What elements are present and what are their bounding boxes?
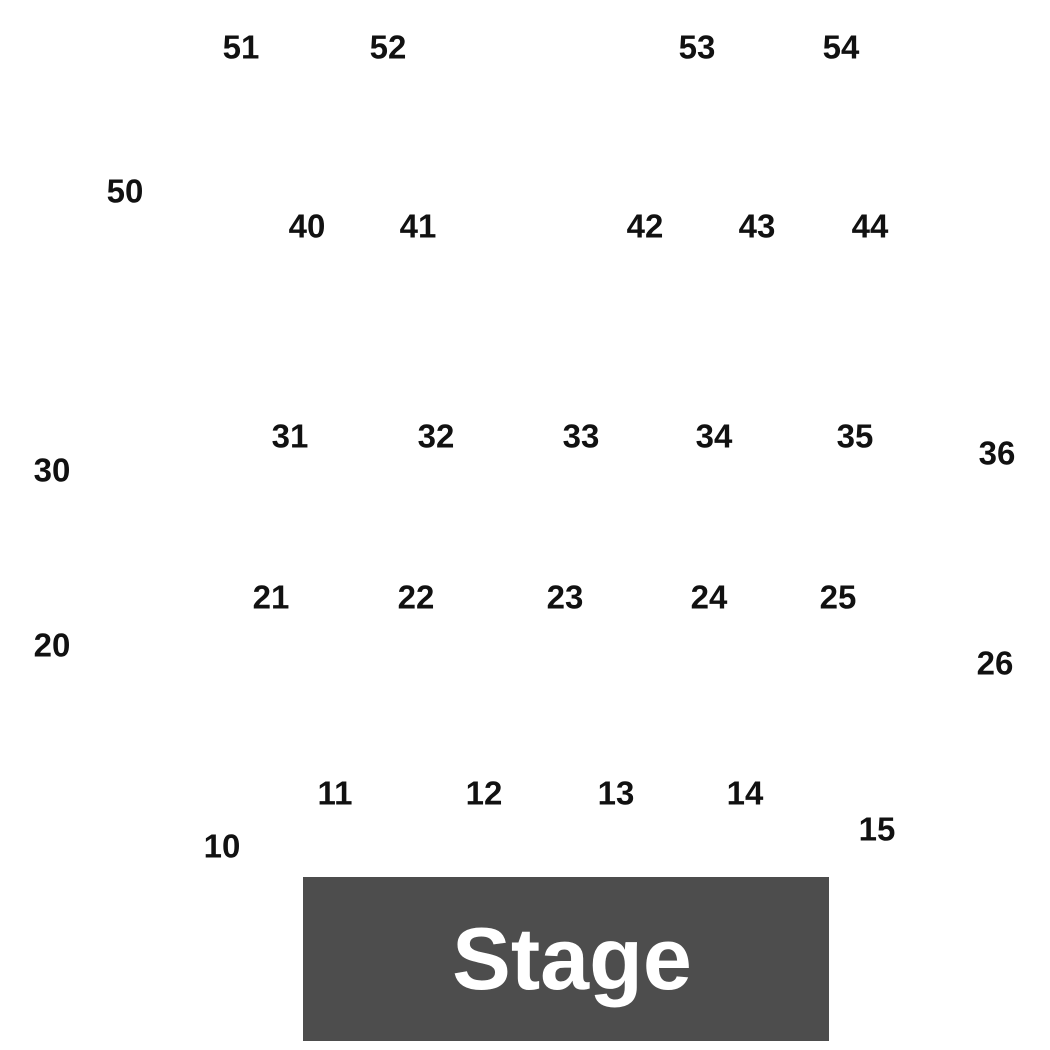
- section-10-label[interactable]: 10: [203, 827, 241, 865]
- section-25-label[interactable]: 25: [819, 578, 857, 616]
- section-32-label[interactable]: 32: [417, 417, 455, 455]
- section-24-label[interactable]: 24: [690, 578, 728, 616]
- section-34-label[interactable]: 34: [695, 417, 733, 455]
- stage-label: Stage: [452, 909, 692, 1008]
- section-15-label[interactable]: 15: [858, 810, 896, 848]
- section-21-label[interactable]: 21: [252, 578, 290, 616]
- section-54-label[interactable]: 54: [822, 28, 860, 66]
- stage-block: Stage: [303, 877, 829, 1041]
- section-20-label[interactable]: 20: [33, 626, 71, 664]
- section-13-label[interactable]: 13: [597, 774, 635, 812]
- section-36-label[interactable]: 36: [978, 434, 1016, 472]
- section-33-label[interactable]: 33: [562, 417, 600, 455]
- section-23-label[interactable]: 23: [546, 578, 584, 616]
- section-30-label[interactable]: 30: [33, 451, 71, 489]
- section-35-label[interactable]: 35: [836, 417, 874, 455]
- section-22-label[interactable]: 22: [397, 578, 435, 616]
- section-40-label[interactable]: 40: [288, 207, 326, 245]
- section-14-label[interactable]: 14: [726, 774, 764, 812]
- section-11-label[interactable]: 11: [317, 774, 353, 812]
- section-51-label[interactable]: 51: [222, 28, 260, 66]
- section-53-label[interactable]: 53: [678, 28, 716, 66]
- section-41-label[interactable]: 41: [399, 207, 437, 245]
- section-50-label[interactable]: 50: [106, 172, 144, 210]
- section-42-label[interactable]: 42: [626, 207, 664, 245]
- section-43-label[interactable]: 43: [738, 207, 776, 245]
- section-44-label[interactable]: 44: [851, 207, 889, 245]
- section-12-label[interactable]: 12: [465, 774, 503, 812]
- section-52-label[interactable]: 52: [369, 28, 407, 66]
- section-26-label[interactable]: 26: [976, 644, 1014, 682]
- section-31-label[interactable]: 31: [271, 417, 309, 455]
